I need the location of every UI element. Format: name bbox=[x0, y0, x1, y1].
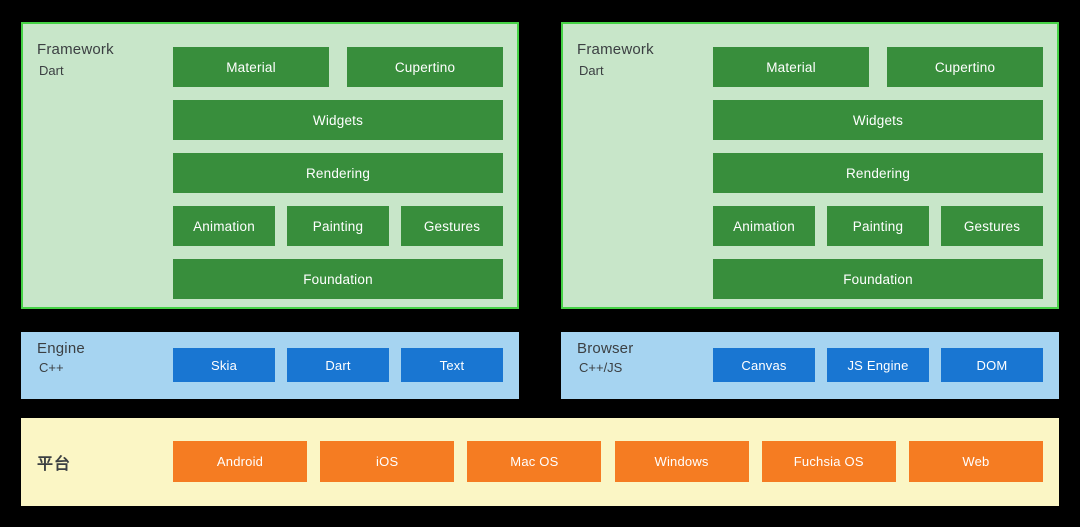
box-animation: Animation bbox=[713, 206, 815, 246]
framework-box-stack: Material Cupertino Widgets Rendering Ani… bbox=[713, 47, 1043, 299]
box-rendering: Rendering bbox=[173, 153, 503, 193]
panel-title: Framework bbox=[577, 41, 654, 58]
box-widgets: Widgets bbox=[173, 100, 503, 140]
box-gestures: Gestures bbox=[401, 206, 503, 246]
framework-panel-right: Framework Dart Material Cupertino Widget… bbox=[561, 22, 1059, 309]
platform-box-row: Android iOS Mac OS Windows Fuchsia OS We… bbox=[173, 441, 1043, 482]
panel-subtitle: C++/JS bbox=[579, 360, 623, 375]
box-dom: DOM bbox=[941, 348, 1043, 382]
box-painting: Painting bbox=[827, 206, 929, 246]
engine-panel: Engine C++ Skia Dart Text bbox=[21, 332, 519, 399]
panel-subtitle: Dart bbox=[39, 63, 64, 78]
panel-labels: Engine C++ bbox=[37, 340, 85, 375]
framework-row-3: Rendering bbox=[173, 153, 503, 193]
engine-box-row: Skia Dart Text bbox=[173, 348, 503, 382]
panel-title: Browser bbox=[577, 340, 634, 357]
box-animation: Animation bbox=[173, 206, 275, 246]
panel-subtitle: C++ bbox=[39, 360, 64, 375]
framework-row-3: Rendering bbox=[713, 153, 1043, 193]
panel-subtitle: Dart bbox=[579, 63, 604, 78]
box-material: Material bbox=[713, 47, 869, 87]
framework-row-2: Widgets bbox=[173, 100, 503, 140]
browser-box-row: Canvas JS Engine DOM bbox=[713, 348, 1043, 382]
box-windows: Windows bbox=[614, 441, 749, 482]
box-painting: Painting bbox=[287, 206, 389, 246]
box-rendering: Rendering bbox=[713, 153, 1043, 193]
framework-row-1: Material Cupertino bbox=[173, 47, 503, 87]
box-text: Text bbox=[401, 348, 503, 382]
box-web: Web bbox=[908, 441, 1043, 482]
framework-row-4: Animation Painting Gestures bbox=[713, 206, 1043, 246]
panel-title: Framework bbox=[37, 41, 114, 58]
box-macos: Mac OS bbox=[467, 441, 602, 482]
browser-panel: Browser C++/JS Canvas JS Engine DOM bbox=[561, 332, 1059, 399]
box-gestures: Gestures bbox=[941, 206, 1043, 246]
panel-title: Engine bbox=[37, 340, 85, 357]
platform-panel: 平台 Android iOS Mac OS Windows Fuchsia OS… bbox=[21, 418, 1059, 506]
box-foundation: Foundation bbox=[173, 259, 503, 299]
box-widgets: Widgets bbox=[713, 100, 1043, 140]
box-android: Android bbox=[173, 441, 307, 482]
framework-row-2: Widgets bbox=[713, 100, 1043, 140]
framework-box-stack: Material Cupertino Widgets Rendering Ani… bbox=[173, 47, 503, 299]
framework-row-5: Foundation bbox=[713, 259, 1043, 299]
box-canvas: Canvas bbox=[713, 348, 815, 382]
box-foundation: Foundation bbox=[713, 259, 1043, 299]
panel-labels: Browser C++/JS bbox=[577, 340, 633, 375]
framework-row-1: Material Cupertino bbox=[713, 47, 1043, 87]
panel-labels: Framework Dart bbox=[577, 41, 654, 78]
box-cupertino: Cupertino bbox=[887, 47, 1043, 87]
box-skia: Skia bbox=[173, 348, 275, 382]
platform-label: 平台 bbox=[37, 456, 72, 473]
box-cupertino: Cupertino bbox=[347, 47, 503, 87]
box-fuchsia: Fuchsia OS bbox=[761, 441, 896, 482]
box-js-engine: JS Engine bbox=[827, 348, 929, 382]
panel-labels: Framework Dart bbox=[37, 41, 114, 78]
framework-row-4: Animation Painting Gestures bbox=[173, 206, 503, 246]
framework-panel-left: Framework Dart Material Cupertino Widget… bbox=[21, 22, 519, 309]
box-ios: iOS bbox=[320, 441, 455, 482]
framework-row-5: Foundation bbox=[173, 259, 503, 299]
box-material: Material bbox=[173, 47, 329, 87]
box-dart: Dart bbox=[287, 348, 389, 382]
